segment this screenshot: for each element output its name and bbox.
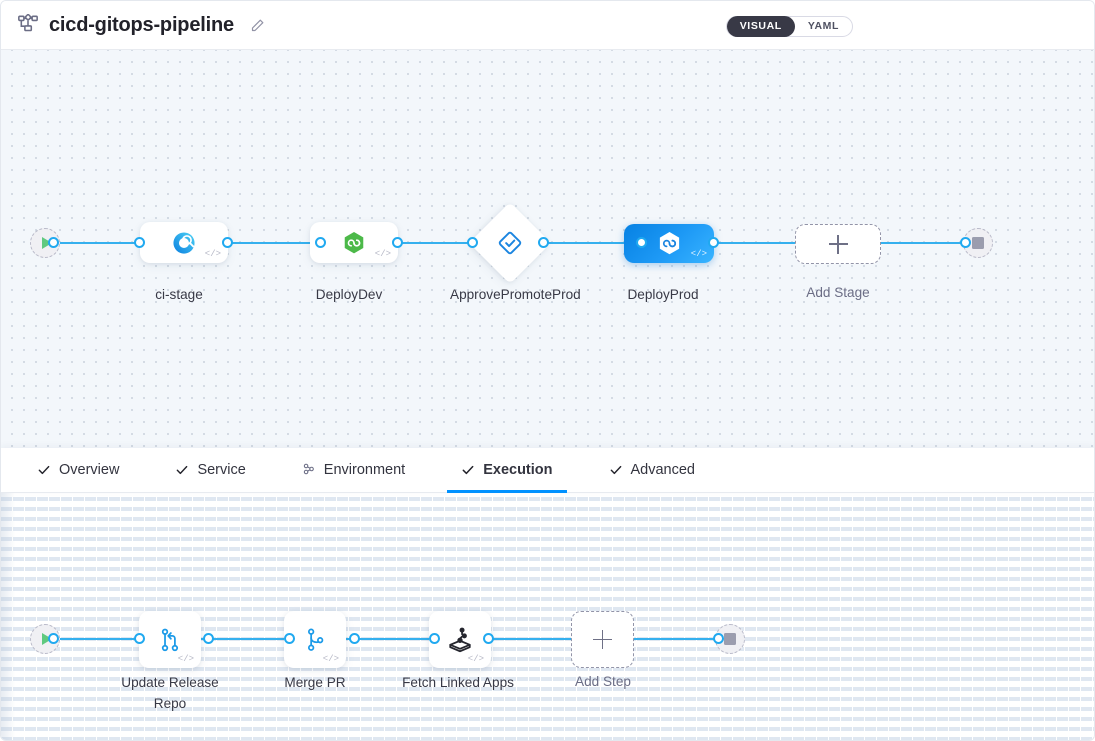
stage-node-deploydev[interactable]: </> [310, 222, 398, 263]
stage-port[interactable] [48, 237, 59, 248]
tab-service[interactable]: Service [161, 449, 259, 493]
code-badge: </> [322, 654, 339, 664]
stage-label: DeployDev [315, 287, 383, 302]
step-port[interactable] [483, 633, 494, 644]
stage-port[interactable] [960, 237, 971, 248]
deploy-hexagon-white-icon [659, 232, 679, 255]
add-stage-button[interactable] [795, 224, 881, 264]
step-edge [353, 638, 435, 640]
code-badge: </> [374, 249, 391, 259]
stop-icon [972, 237, 984, 249]
deploy-hexagon-green-icon [344, 231, 364, 253]
stage-node-ci-stage[interactable]: </> [140, 222, 228, 263]
code-badge: </> [177, 654, 194, 664]
stage-config-tabs: Overview Service Environment Execution [1, 448, 1094, 493]
stage-edge [543, 242, 641, 244]
argo-apps-icon [449, 627, 471, 652]
step-node-merge-pr[interactable]: </> [284, 611, 346, 668]
code-badge: </> [467, 654, 484, 664]
stage-node-approvepromoteprod[interactable] [468, 201, 552, 285]
ci-build-icon [173, 231, 195, 254]
step-port[interactable] [713, 633, 724, 644]
step-port[interactable] [48, 633, 59, 644]
stage-label: DeployProd [627, 287, 699, 302]
step-edge [207, 638, 295, 640]
check-icon [609, 463, 623, 477]
approval-diamond-icon [498, 231, 522, 255]
execution-steps-canvas[interactable]: </> Update Release Repo </> Merge PR [1, 493, 1094, 740]
header-left: cicd-gitops-pipeline [17, 14, 265, 37]
add-stage-label: Add Stage [806, 285, 870, 300]
tab-advanced[interactable]: Advanced [595, 449, 710, 493]
toggle-option-visual[interactable]: VISUAL [726, 16, 795, 37]
pencil-edit-icon[interactable] [250, 18, 265, 33]
stage-label: ApprovePromoteProd [450, 287, 581, 302]
stage-graph-canvas[interactable]: </> ci-stage </> DeployDev [1, 50, 1094, 448]
page-title: cicd-gitops-pipeline [49, 13, 234, 36]
check-icon [175, 463, 189, 477]
stage-edge [701, 242, 811, 244]
tab-environment[interactable]: Environment [288, 449, 419, 493]
stage-edge [866, 242, 976, 244]
step-edge [631, 638, 726, 640]
step-edge [53, 638, 145, 640]
stage-edge [397, 242, 482, 244]
stage-port[interactable] [392, 237, 403, 248]
step-port[interactable] [134, 633, 145, 644]
stage-port[interactable] [134, 237, 145, 248]
toggle-option-yaml[interactable]: YAML [807, 20, 839, 32]
pipeline-nodes-icon [17, 14, 39, 36]
stage-port[interactable] [636, 237, 647, 248]
step-port[interactable] [349, 633, 360, 644]
stage-port[interactable] [222, 237, 233, 248]
code-badge: </> [204, 249, 221, 259]
tab-label: Advanced [630, 461, 696, 478]
step-port[interactable] [284, 633, 295, 644]
git-branch-icon [161, 628, 179, 651]
add-step-button[interactable] [571, 611, 634, 668]
code-badge: </> [690, 249, 707, 259]
tab-label: Execution [483, 461, 553, 478]
step-port[interactable] [203, 633, 214, 644]
stage-edge [227, 242, 320, 244]
stage-port[interactable] [708, 237, 719, 248]
view-mode-toggle[interactable]: VISUAL YAML [725, 16, 853, 37]
cluster-icon [302, 463, 316, 477]
page-header: cicd-gitops-pipeline VISUAL YAML [1, 1, 1094, 50]
stage-port[interactable] [467, 237, 478, 248]
stop-icon [724, 633, 736, 645]
check-icon [37, 463, 51, 477]
step-label: Fetch Linked Apps [402, 675, 514, 690]
stage-port[interactable] [315, 237, 326, 248]
play-icon [41, 633, 52, 645]
step-label: Merge PR [284, 675, 346, 690]
tab-label: Environment [323, 461, 406, 478]
stage-port[interactable] [538, 237, 549, 248]
tab-label: Service [197, 461, 246, 478]
add-step-label: Add Step [575, 674, 631, 689]
tab-overview[interactable]: Overview [23, 449, 133, 493]
step-label: Update Release Repo [121, 675, 219, 711]
stage-edge [53, 242, 145, 244]
step-port[interactable] [429, 633, 440, 644]
step-node-update-release-repo[interactable]: </> [139, 611, 201, 668]
tab-execution[interactable]: Execution [447, 449, 567, 493]
tab-label: Overview [59, 461, 120, 478]
diamond-icon-wrap [481, 214, 539, 272]
play-icon [41, 237, 52, 249]
check-icon [461, 463, 475, 477]
step-edge [482, 638, 577, 640]
pull-request-icon [308, 628, 324, 651]
stage-label: ci-stage [155, 287, 203, 302]
